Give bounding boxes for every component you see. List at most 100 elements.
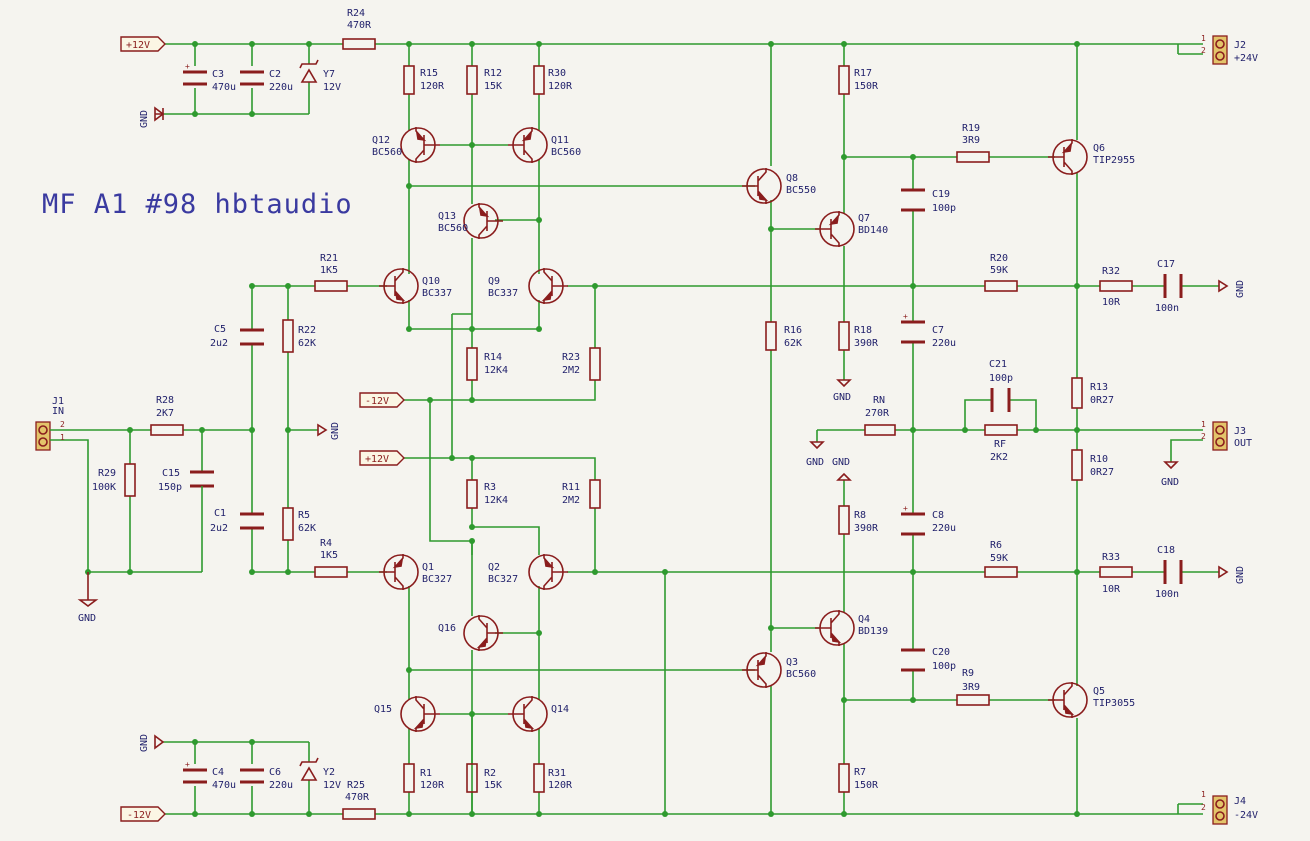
svg-text:+: +: [185, 62, 190, 71]
junction-dot: [249, 569, 255, 575]
connector-J3: [1212, 421, 1228, 451]
junction-dot: [536, 41, 542, 47]
rn-value: 270R: [865, 408, 890, 419]
connector-J1: [35, 421, 70, 451]
junction-dot: [841, 697, 847, 703]
q12-ref: Q12: [372, 135, 390, 146]
r6-ref: R6: [990, 540, 1002, 551]
junction-dot: [768, 226, 774, 232]
q1-value: BC327: [422, 574, 452, 585]
junction-dot: [469, 142, 475, 148]
r32-value: 10R: [1102, 297, 1121, 308]
junction-dot: [536, 811, 542, 817]
j2-ref: J2: [1234, 40, 1246, 51]
c3-ref: C3: [212, 69, 224, 80]
c5-ref: C5: [214, 324, 226, 335]
junction-dot: [469, 397, 475, 403]
junction-dot: [536, 217, 542, 223]
c7-value: 220u: [932, 338, 956, 349]
r12-ref: R12: [484, 68, 502, 79]
junction-dot: [662, 811, 668, 817]
c15-value: 150p: [158, 482, 182, 493]
junction-dot: [469, 524, 475, 530]
zener-symbols: [299, 59, 319, 781]
r25-value: 470R: [345, 792, 370, 803]
junction-dot: [1074, 569, 1080, 575]
c8-value: 220u: [932, 523, 956, 534]
q7-value: BD140: [858, 225, 888, 236]
q13-ref: Q13: [438, 211, 456, 222]
r10-ref: R10: [1090, 454, 1108, 465]
junction-dot: [1074, 811, 1080, 817]
r7-value: 150R: [854, 780, 879, 791]
j2-value: +24V: [1234, 53, 1258, 64]
net-label-m12-mid: -12V: [359, 392, 405, 408]
y7-ref: Y7: [323, 69, 335, 80]
q14-ref: Q14: [551, 704, 569, 715]
c21-ref: C21: [989, 359, 1007, 370]
net-label-text: -12V: [127, 810, 151, 821]
junction-dot: [249, 427, 255, 433]
junction-dot: [249, 111, 255, 117]
junction-dot: [469, 538, 475, 544]
q6-ref: Q6: [1093, 143, 1105, 154]
c3-value: 470u: [212, 82, 236, 93]
r32-ref: R32: [1102, 266, 1120, 277]
schematic-title: MF A1 #98 hbtaudio: [42, 189, 353, 220]
c20-value: 100p: [932, 661, 956, 672]
junction-dot: [469, 711, 475, 717]
transistor-q7: [815, 211, 855, 247]
r11-ref: R11: [562, 482, 580, 493]
j1-value: IN: [52, 406, 64, 417]
gnd-label: GND: [806, 457, 824, 468]
wires: [70, 43, 1219, 815]
transistor-q16: [463, 615, 503, 651]
net-label-text: +12V: [365, 454, 389, 465]
gnd-label: GND: [139, 110, 150, 128]
component-labels: GND GND GND GND GND GND GND GND GND GND …: [52, 34, 1258, 821]
junction-dot: [592, 569, 598, 575]
c8-ref: C8: [932, 510, 944, 521]
j3-pin: 2: [1201, 432, 1206, 441]
net-label-text: -12V: [365, 396, 389, 407]
q3-value: BC560: [786, 669, 816, 680]
c4-ref: C4: [212, 767, 224, 778]
gnd-label: GND: [832, 457, 850, 468]
q9-value: BC337: [488, 288, 518, 299]
r10-value: 0R27: [1090, 467, 1114, 478]
junction-dot: [768, 41, 774, 47]
junction-dot: [199, 427, 205, 433]
r25-ref: R25: [347, 780, 365, 791]
r1-value: 120R: [420, 780, 445, 791]
transistor-symbols: [379, 127, 1088, 732]
j3-value: OUT: [1234, 438, 1252, 449]
transistor-q15: [400, 696, 440, 732]
q4-value: BD139: [858, 626, 888, 637]
junction-dot: [592, 283, 598, 289]
r1-ref: R1: [420, 768, 432, 779]
r4-value: 1K5: [320, 550, 338, 561]
net-label-p12-top: +12V: [120, 36, 166, 52]
junction-dot: [1074, 41, 1080, 47]
r14-ref: R14: [484, 352, 502, 363]
junction-dot: [768, 625, 774, 631]
gnd-label: GND: [1235, 566, 1246, 584]
r4-ref: R4: [320, 538, 332, 549]
junction-dot: [406, 667, 412, 673]
c7-ref: C7: [932, 325, 944, 336]
capacitor-labels: C3470uC2220uC4470uC6220uC52u2C12u2C15150…: [158, 69, 1179, 791]
j4-ref: J4: [1234, 796, 1246, 807]
r31-ref: R31: [548, 768, 566, 779]
transistor-q8: [742, 168, 782, 204]
junction-dot: [406, 183, 412, 189]
c6-value: 220u: [269, 780, 293, 791]
q15-ref: Q15: [374, 704, 392, 715]
gnd-label: GND: [833, 392, 851, 403]
q1-ref: Q1: [422, 562, 434, 573]
junction-dot: [406, 41, 412, 47]
c21-value: 100p: [989, 373, 1013, 384]
j3-ref: J3: [1234, 426, 1246, 437]
c17-value: 100n: [1155, 303, 1179, 314]
r18-ref: R18: [854, 325, 872, 336]
y2-ref: Y2: [323, 767, 335, 778]
